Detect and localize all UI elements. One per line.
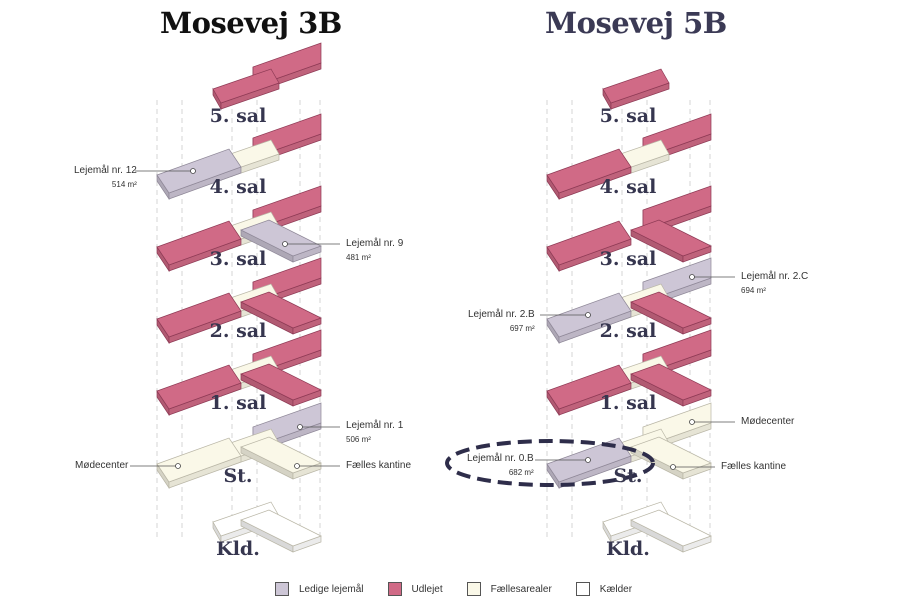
floor-label: 2. sal bbox=[209, 320, 267, 342]
legend-item-vacant: Ledige lejemål bbox=[275, 582, 364, 596]
callout-dot bbox=[670, 464, 676, 470]
unit-front-wing bbox=[630, 363, 712, 401]
floor-label: 3. sal bbox=[209, 248, 267, 270]
unit-front-wing bbox=[240, 219, 322, 257]
callout-moedecenter-3b: Mødecenter bbox=[75, 460, 129, 471]
callout-dot bbox=[689, 419, 695, 425]
callout-dot bbox=[282, 241, 288, 247]
building-title-5b: Mosevej 5B bbox=[545, 6, 727, 40]
unit-front-wing bbox=[630, 219, 712, 257]
callout-dot bbox=[585, 312, 591, 318]
unit-front-wing bbox=[630, 291, 712, 329]
unit-left-wing bbox=[546, 148, 632, 194]
legend-item-common: Fællesarealer bbox=[466, 582, 552, 596]
floor-label: 3. sal bbox=[599, 248, 657, 270]
callout-dot bbox=[297, 424, 303, 430]
unit-left-wing bbox=[156, 292, 242, 338]
legend-swatch bbox=[275, 582, 289, 596]
floor-label: 4. sal bbox=[209, 176, 267, 198]
floor-label: St. bbox=[223, 465, 253, 487]
floor-label: 5. sal bbox=[599, 105, 657, 127]
callout-kantine-3b: Fælles kantine bbox=[346, 460, 412, 471]
callout-dot bbox=[190, 168, 196, 174]
floor-label: 1. sal bbox=[209, 392, 267, 414]
floor-label: St. bbox=[613, 465, 643, 487]
legend: Ledige lejemål Udlejet Fællesarealer Kæl… bbox=[275, 582, 632, 596]
callout-dot bbox=[294, 463, 300, 469]
callout-dot bbox=[585, 457, 591, 463]
callout-moedecenter-5b: Mødecenter bbox=[741, 416, 795, 427]
unit-left-wing bbox=[156, 148, 242, 194]
callout-dot bbox=[689, 274, 695, 280]
floor-label: Kld. bbox=[216, 538, 260, 560]
corridor bbox=[602, 68, 670, 104]
building-title-3b: Mosevej 3B bbox=[160, 6, 342, 40]
legend-swatch bbox=[575, 582, 590, 596]
unit-left-wing bbox=[156, 364, 242, 410]
floor-label: 2. sal bbox=[599, 320, 657, 342]
floor-label: 5. sal bbox=[209, 105, 267, 127]
unit-left-wing bbox=[546, 364, 632, 410]
callout-dot bbox=[175, 463, 181, 469]
floor-label: 4. sal bbox=[599, 176, 657, 198]
unit-front-wing bbox=[630, 436, 712, 474]
floor-label: Kld. bbox=[606, 538, 650, 560]
unit-back-wing bbox=[642, 185, 712, 231]
unit-left-wing bbox=[546, 220, 632, 266]
unit-left-wing bbox=[156, 220, 242, 266]
unit-left-wing bbox=[156, 437, 242, 483]
legend-item-rented: Udlejet bbox=[387, 582, 443, 596]
legend-swatch bbox=[387, 582, 402, 596]
unit-front-wing bbox=[240, 436, 322, 474]
legend-swatch bbox=[466, 582, 481, 596]
unit-front-wing bbox=[630, 509, 712, 547]
unit-front-wing bbox=[240, 291, 322, 329]
floor-label: 1. sal bbox=[599, 392, 657, 414]
corridor bbox=[212, 68, 280, 104]
legend-item-basement: Kælder bbox=[575, 582, 632, 596]
unit-front-wing bbox=[240, 509, 322, 547]
unit-front-wing bbox=[240, 363, 322, 401]
callout-kantine-5b: Fælles kantine bbox=[721, 461, 787, 472]
highlight-ellipse bbox=[445, 439, 655, 487]
